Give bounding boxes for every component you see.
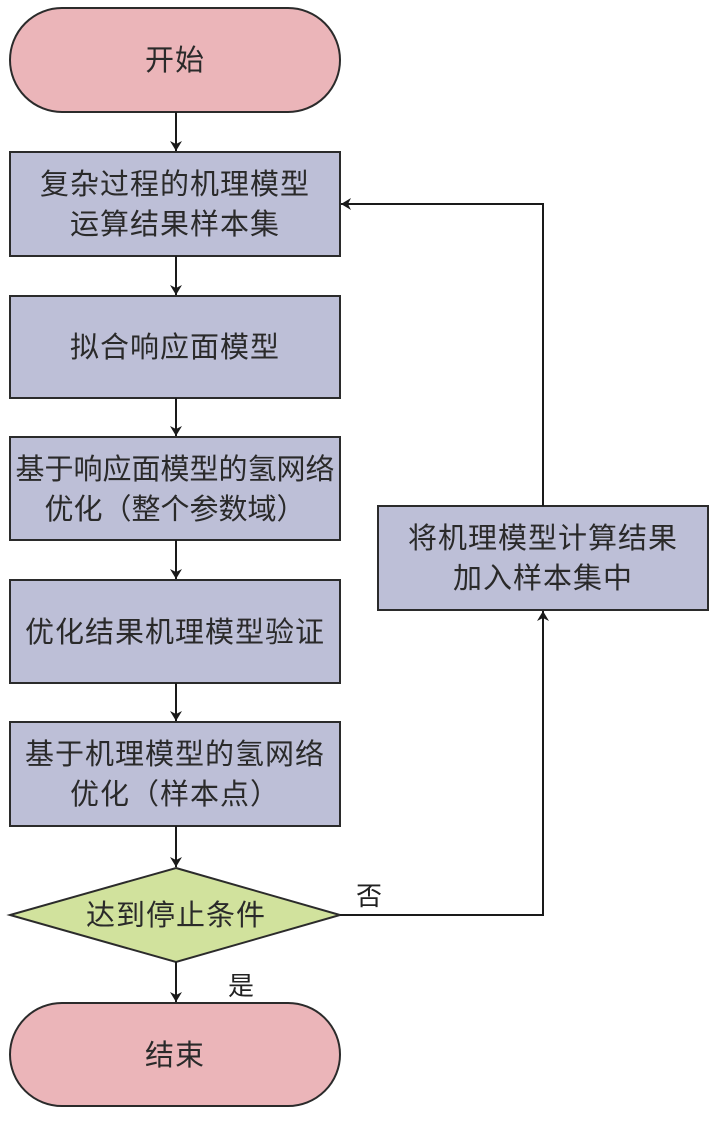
edge-label-yes: 是 — [228, 972, 255, 1002]
edge-decision-feedback — [340, 611, 549, 916]
start-label: 开始 — [144, 43, 205, 77]
end-label: 结束 — [144, 1037, 205, 1072]
edge-feedback-step1 — [341, 198, 544, 506]
step4-label: 优化结果机理模型验证 — [24, 614, 325, 649]
step1-label: 复杂过程的机理模型 运算结果样本集 — [39, 167, 310, 241]
decision-label: 达到停止条件 — [85, 898, 266, 932]
step3-label: 基于响应面模型的氢网络 优化（整个参数域） — [15, 451, 335, 526]
step2-label: 拟合响应面模型 — [69, 330, 280, 364]
step1-box — [9, 151, 341, 257]
edge-label-no: 否 — [356, 882, 383, 912]
end-terminal — [9, 1002, 341, 1107]
step2-box — [9, 295, 341, 399]
feedback-label: 将机理模型计算结果 加入样本集中 — [407, 521, 678, 595]
step5-label: 基于机理模型的氢网络 优化（样本点） — [24, 737, 325, 811]
step3-box — [9, 436, 341, 541]
